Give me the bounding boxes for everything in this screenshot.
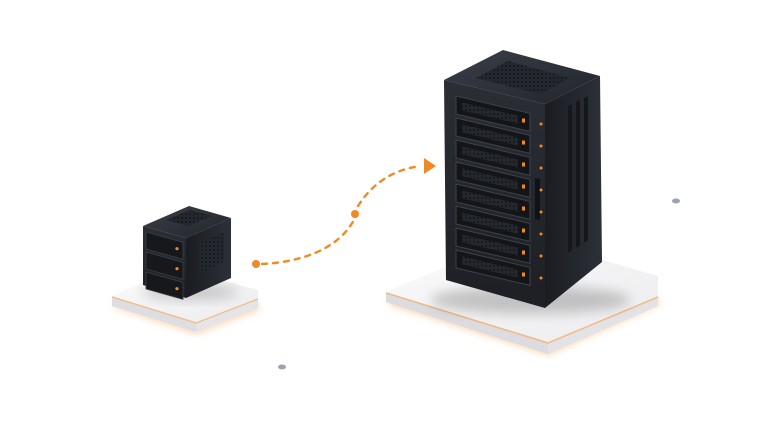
rack-top-vent — [476, 61, 570, 94]
side-led — [539, 166, 543, 170]
rack-drive-grill — [462, 256, 518, 278]
small-server-drive-bay — [145, 251, 184, 280]
status-led — [522, 250, 525, 255]
rack-door-handle[interactable] — [535, 178, 540, 220]
small-server-side-vent — [198, 232, 224, 274]
side-led — [539, 210, 543, 214]
rack-drive-grill — [462, 102, 518, 124]
status-led — [522, 272, 525, 277]
side-led — [539, 144, 543, 148]
status-led — [522, 228, 525, 233]
decor-dot — [278, 364, 286, 370]
small-server-drive-bay — [145, 271, 184, 300]
status-led — [175, 267, 179, 271]
side-led — [539, 188, 543, 192]
side-led — [539, 276, 543, 280]
small-server-drive-bays — [145, 231, 184, 300]
status-led — [522, 162, 525, 167]
status-led — [522, 140, 525, 145]
rack-drive-grill — [462, 190, 518, 212]
status-led — [522, 184, 525, 189]
status-led — [175, 247, 179, 251]
rack-side-vent — [568, 96, 588, 253]
arrow-mid-dot — [351, 210, 359, 218]
rack-drive-grill — [462, 124, 518, 146]
dashed-arrow-icon — [252, 158, 436, 268]
status-led — [522, 206, 525, 211]
arrow-start-dot — [252, 260, 260, 268]
rack-server-drive-bays — [455, 95, 543, 287]
rack-drive-grill — [462, 168, 518, 190]
rack-drive-grill — [462, 212, 518, 234]
side-led — [539, 122, 543, 126]
side-led — [539, 232, 543, 236]
status-led — [175, 287, 179, 291]
side-led — [539, 254, 543, 258]
arrow-head — [424, 158, 436, 174]
rack-server-icon — [430, 50, 630, 314]
status-led — [522, 118, 525, 123]
rack-drive-grill — [462, 234, 518, 256]
small-server-icon — [142, 206, 238, 300]
small-server-drive-bay — [145, 231, 184, 260]
rack-drive-grill — [462, 146, 518, 168]
small-server-top-vent — [166, 210, 212, 226]
decor-dot — [672, 198, 680, 204]
